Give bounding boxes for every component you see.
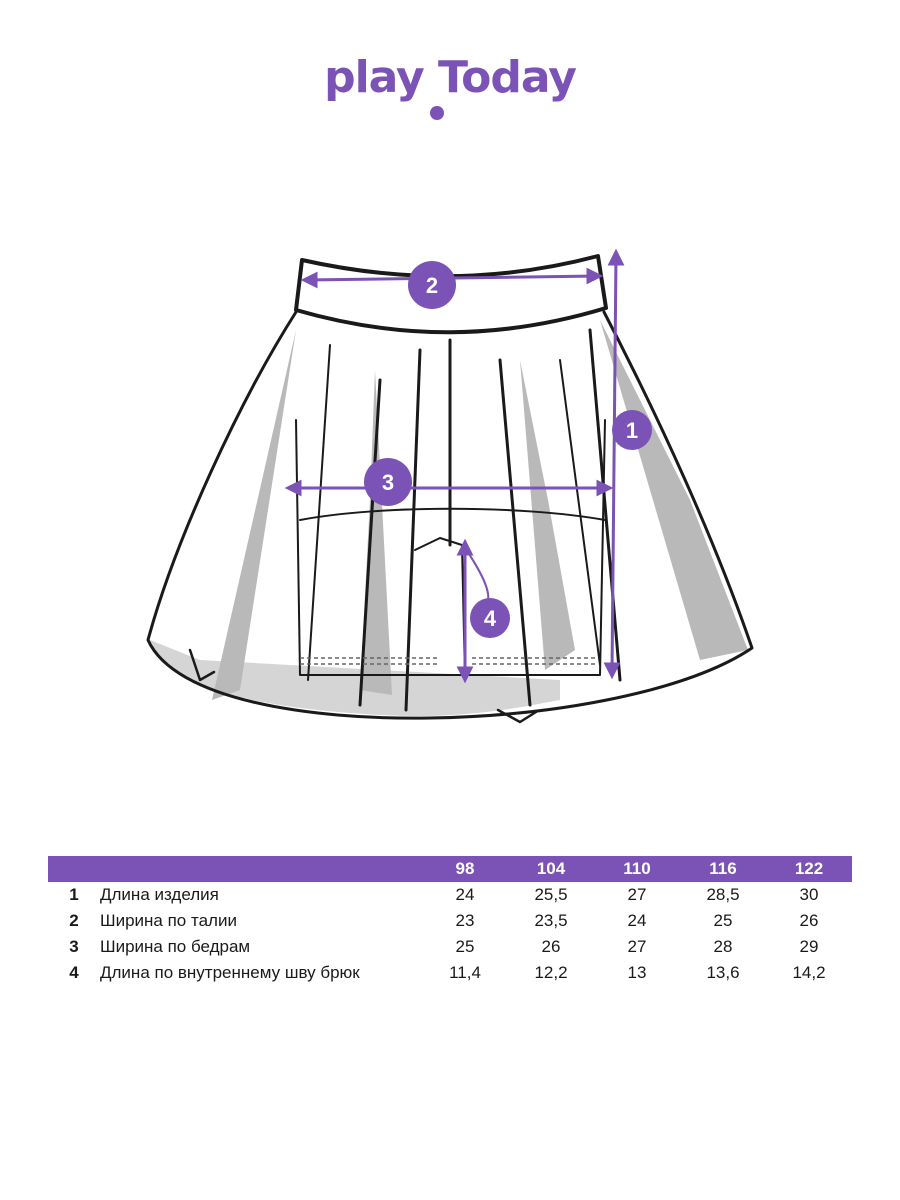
size-column-header: 110 [594,856,680,882]
table-cell: 25 [455,937,475,956]
table-cell: 24 [627,911,647,930]
size-table: 98 104 110 116 122 1 Длина изделия 24 25… [48,856,852,986]
row-label: Длина по внутреннему шву брюк [100,963,360,982]
brand-logo-text: play Today [324,52,577,103]
table-row: 4 Длина по внутреннему шву брюк 11,4 12,… [48,960,852,986]
badge-1: 1 [612,410,652,450]
header-blank [100,856,422,882]
row-number: 4 [69,963,79,982]
skirt-illustration: 1 2 3 4 [146,248,754,724]
brand-logo: play Today [0,52,900,103]
table-cell: 26 [799,911,819,930]
badge-4: 4 [470,598,510,638]
table-cell: 13,6 [706,963,740,982]
table-cell: 29 [799,937,819,956]
row-label: Ширина по бедрам [100,937,251,956]
table-cell: 27 [627,885,647,904]
size-column-header: 98 [422,856,508,882]
table-cell: 23,5 [534,911,568,930]
table-row: 3 Ширина по бедрам 25 26 27 28 29 [48,934,852,960]
table-cell: 30 [799,885,819,904]
svg-text:2: 2 [426,273,438,298]
table-cell: 25,5 [534,885,568,904]
table-cell: 26 [541,937,561,956]
size-column-header: 104 [508,856,594,882]
table-cell: 12,2 [534,963,568,982]
row-number: 3 [69,937,79,956]
svg-text:4: 4 [484,606,497,631]
table-cell: 13 [627,963,647,982]
table-cell: 28 [713,937,733,956]
table-cell: 25 [713,911,733,930]
size-column-header: 116 [680,856,766,882]
table-cell: 28,5 [706,885,740,904]
hem-stitching [300,657,598,665]
table-cell: 23 [455,911,475,930]
table-cell: 24 [455,885,475,904]
row-label: Длина изделия [100,885,219,904]
table-row: 2 Ширина по талии 23 23,5 24 25 26 [48,908,852,934]
table-row: 1 Длина изделия 24 25,5 27 28,5 30 [48,882,852,908]
size-column-header: 122 [766,856,852,882]
skirt-outline [146,254,754,724]
row-number: 1 [69,885,79,904]
brand-logo-dot [430,106,444,120]
svg-text:1: 1 [626,418,638,443]
size-table-header: 98 104 110 116 122 [48,856,852,882]
table-cell: 11,4 [449,963,481,982]
row-label: Ширина по талии [100,911,237,930]
badge-2: 2 [408,261,456,309]
header-blank [48,856,100,882]
table-cell: 14,2 [792,963,826,982]
table-cell: 27 [627,937,647,956]
badge-3: 3 [364,458,412,506]
skirt-shading [150,320,748,717]
svg-text:3: 3 [382,470,394,495]
row-number: 2 [69,911,79,930]
